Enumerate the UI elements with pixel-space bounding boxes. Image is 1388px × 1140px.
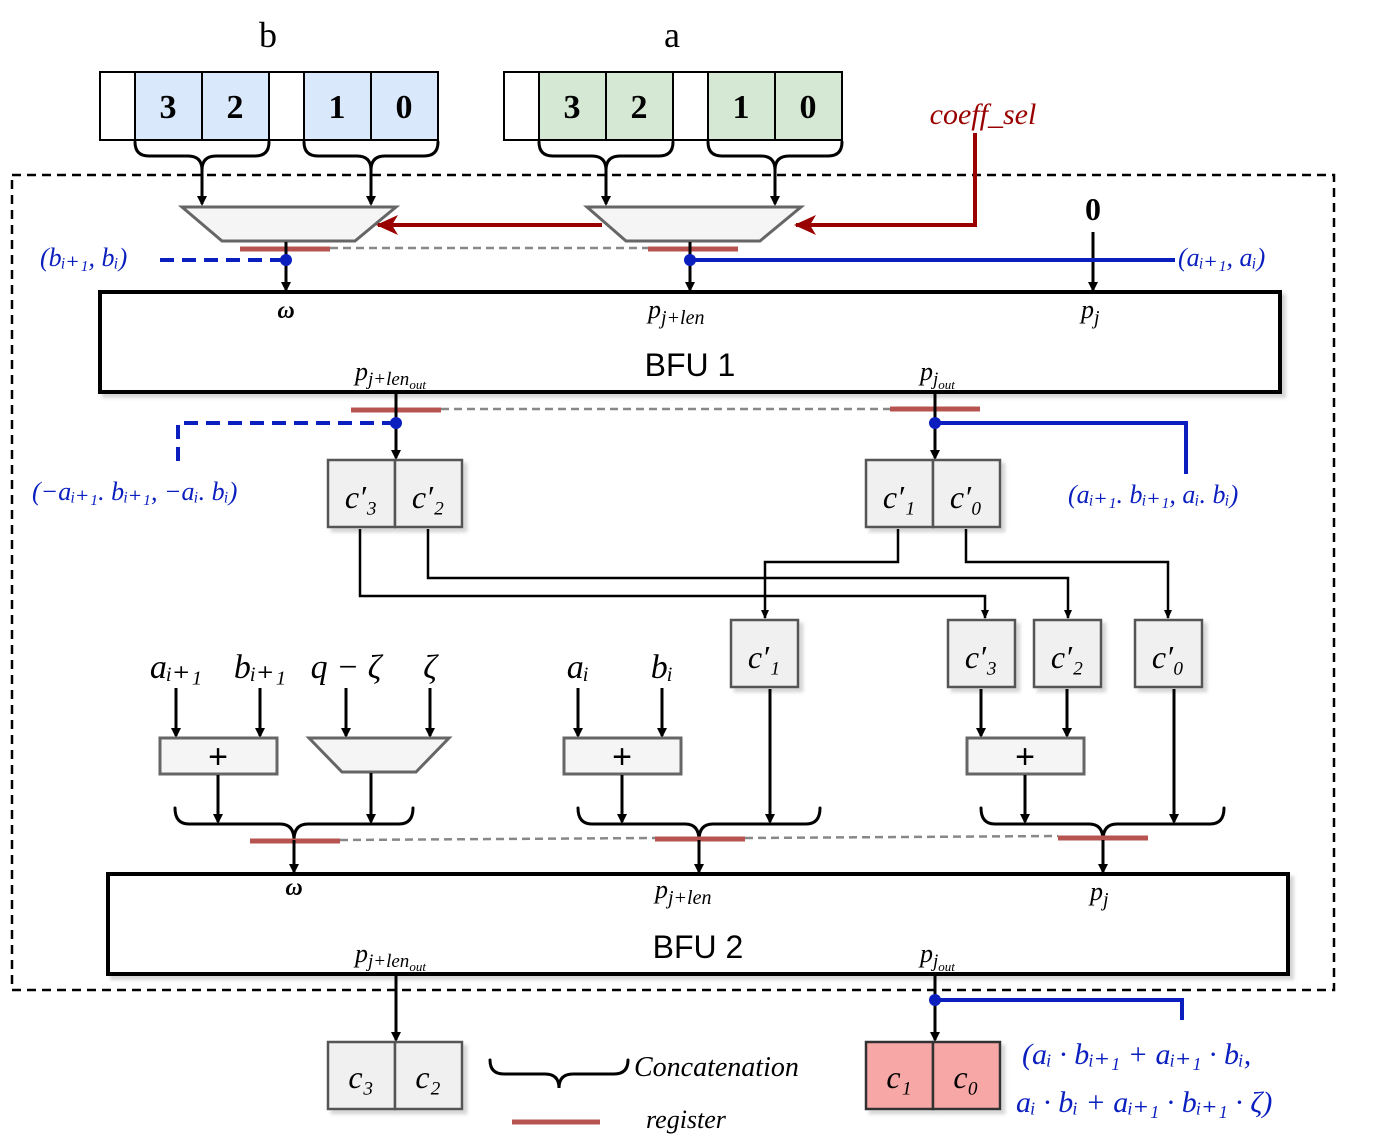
adder-1 (158, 736, 279, 776)
in-a-i1: aᵢ₊₁ (150, 649, 202, 686)
coeff-sel-line (376, 133, 977, 235)
tap-dot-out (929, 994, 941, 1006)
in-b-i1: bᵢ₊₁ (234, 649, 286, 686)
lower-braces (173, 806, 1226, 841)
bfu1-input-registers (240, 246, 738, 252)
bfu2-in-pjlen: pj+len (653, 875, 712, 909)
reg-c2p: c′₂ (412, 479, 444, 515)
b-cell-0: 0 (396, 89, 413, 126)
adder-1-plus: + (208, 738, 228, 776)
reg-single-c2p: c′₂ (1051, 639, 1083, 675)
bfu1-title: BFU 1 (645, 347, 736, 383)
routing-wires (358, 529, 1172, 619)
bfu2-out-pjlen: pj+lenout (353, 939, 426, 974)
bfu2-input-arrows (289, 840, 1108, 874)
legend-brace-icon (488, 1058, 630, 1089)
bfu1-out-pjlen: pj+lenout (353, 357, 426, 392)
out-c3: c₃ (348, 1059, 373, 1095)
a-label: a (664, 15, 680, 55)
bfu1-in-w: ω (277, 298, 294, 324)
input-braces (133, 140, 844, 171)
bfu1-out-pj: pjout (918, 357, 955, 392)
bfu1-in-pj: pj (1079, 295, 1100, 329)
input-arrows (197, 170, 780, 206)
reg-c0p: c′₀ (950, 479, 982, 515)
bfu1-output-registers (351, 406, 980, 413)
bfu2-input-registers (250, 834, 1148, 844)
datapath-boundary (10, 173, 1336, 992)
reg-c1p: c′₁ (883, 479, 915, 515)
out-annotation-1: (aᵢ · bᵢ₊₁ + aᵢ₊₁ · bᵢ, (1022, 1038, 1251, 1071)
zero-constant: 0 (1085, 191, 1101, 227)
adder-2-plus: + (612, 738, 632, 776)
mux-zeta (305, 736, 453, 774)
bfu2-block (106, 872, 1290, 976)
mux-a (582, 205, 806, 243)
bfu1-input-annotations (160, 254, 1175, 266)
bfu2-out-pj: pjout (918, 939, 955, 974)
in-q-zeta: q − ζ (311, 649, 384, 686)
reg-single-c0p: c′₀ (1152, 639, 1184, 675)
lower-input-arrows (171, 688, 1072, 738)
out-reg-c3-c2 (326, 1040, 464, 1111)
bfu2-in-w: ω (285, 875, 302, 901)
out-c2: c₂ (415, 1059, 440, 1095)
out-annotation-2: aᵢ · bᵢ + aᵢ₊₁ · bᵢ₊₁ · ζ) (1016, 1086, 1272, 1119)
b-register (99, 71, 439, 141)
bfu1-block (98, 290, 1282, 394)
a-cell-3: 3 (564, 89, 581, 126)
in-zeta: ζ (423, 649, 439, 686)
bfu2-in-pj: pj (1088, 877, 1109, 911)
reg-c3p-c2p (326, 458, 464, 529)
legend-register: register (646, 1105, 727, 1134)
bfu1-output-annotations (176, 421, 1188, 474)
adders (158, 736, 1086, 776)
a-register (503, 71, 843, 141)
out-c1: c₁ (886, 1059, 911, 1095)
tap-dot-left (390, 417, 402, 429)
a-cell-2: 2 (631, 89, 648, 126)
regs-lower (729, 618, 1204, 689)
a-cell-0: 0 (800, 89, 817, 126)
coeff-sel-label: coeff_sel (930, 98, 1037, 131)
out-c0: c₀ (953, 1059, 978, 1095)
adder-2 (562, 736, 683, 776)
pre-brace-arrows (213, 689, 1179, 824)
out-reg-c1-c0 (864, 1040, 1002, 1111)
b-cell-3: 3 (160, 89, 177, 126)
ann-a-pair: (aᵢ₊₁, aᵢ) (1178, 243, 1265, 272)
in-b-i: bᵢ (651, 649, 673, 686)
reg-c1p-c0p (864, 458, 1002, 529)
bfu2-title: BFU 2 (653, 929, 744, 965)
adder-3 (965, 736, 1086, 776)
reg-single-c3p: c′₃ (965, 639, 997, 675)
reg-single-c1p: c′₁ (748, 639, 780, 675)
b-cell-2: 2 (227, 89, 244, 126)
b-cell-1: 1 (329, 89, 346, 126)
bfu1-output-arrows (391, 393, 940, 460)
ann-b-pair: (bᵢ₊₁, bᵢ) (40, 243, 127, 272)
bfu2-output-annotation (935, 998, 1184, 1020)
in-a-i: aᵢ (567, 649, 589, 686)
ann-neg-products: (−aᵢ₊₁. bᵢ₊₁, −aᵢ. bᵢ) (32, 477, 237, 506)
a-cell-1: 1 (733, 89, 750, 126)
ann-pos-products: (aᵢ₊₁. bᵢ₊₁, aᵢ. bᵢ) (1068, 480, 1238, 509)
legend-concat: Concatenation (634, 1052, 799, 1083)
bfu1-in-pjlen: pj+len (646, 295, 705, 329)
tap-dot-right (929, 417, 941, 429)
mux-b (177, 205, 401, 243)
bfu2-output-arrows (391, 975, 940, 1042)
b-label: b (259, 15, 277, 55)
reg-c3p: c′₃ (345, 479, 377, 515)
adder-3-plus: + (1015, 738, 1035, 776)
